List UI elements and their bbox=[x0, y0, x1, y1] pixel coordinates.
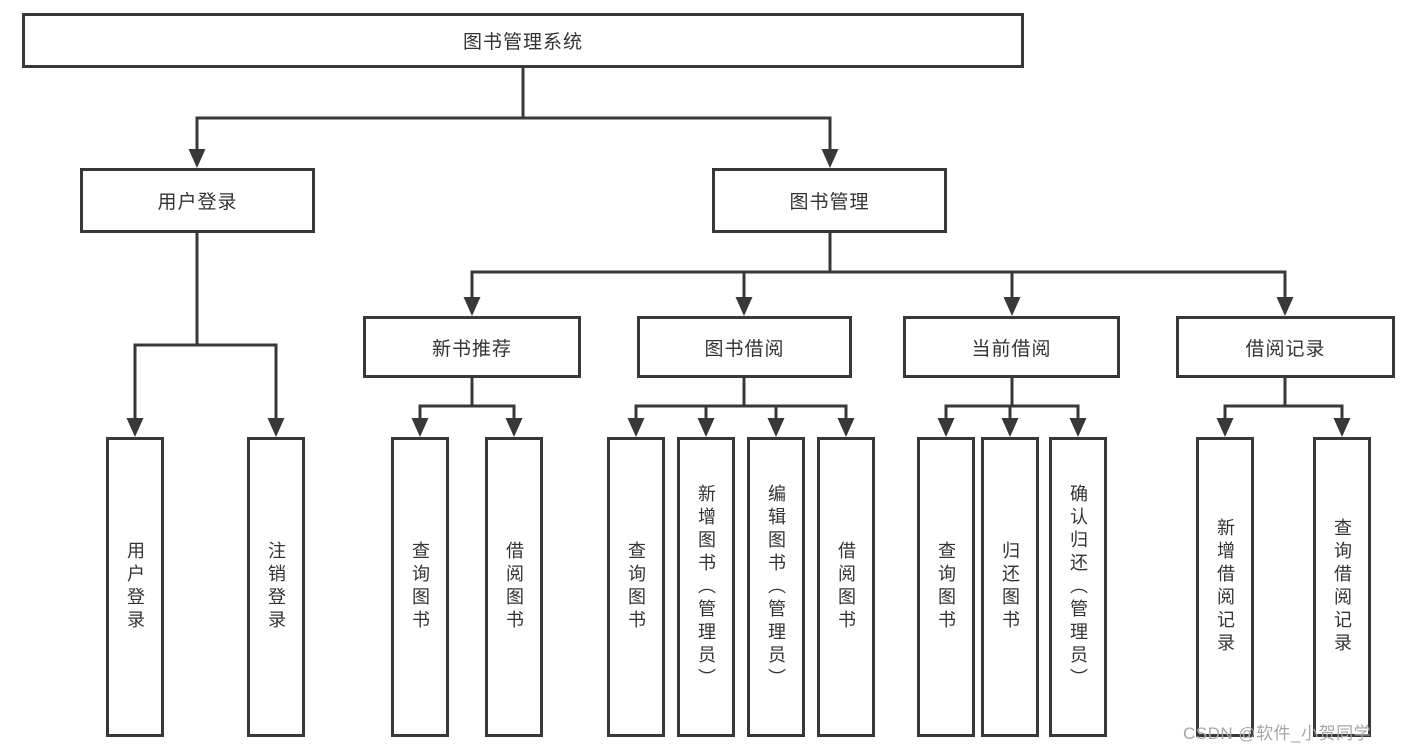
leaf-label: 注销登录 bbox=[266, 541, 286, 633]
leaf-add-borrow-record: 新增借阅记录 bbox=[1196, 437, 1254, 737]
leaf-label: 查询图书 bbox=[936, 541, 956, 633]
csdn-watermark: CSDN @软件_小贺同学 bbox=[1183, 724, 1372, 743]
leaf-label: 新增图书（管理员） bbox=[696, 483, 716, 691]
arrow-down-icon bbox=[1003, 297, 1021, 316]
arrow-down-icon bbox=[126, 418, 144, 437]
leaf-query-books-borrowing: 查询图书 bbox=[607, 437, 665, 737]
arrow-down-icon bbox=[697, 418, 715, 437]
node-user-login: 用户登录 bbox=[80, 168, 315, 233]
arrow-down-icon bbox=[937, 418, 955, 437]
wire-new-book-recommend-to-children bbox=[418, 376, 516, 423]
wire-user-login-to-children bbox=[133, 231, 278, 423]
arrow-down-icon bbox=[1216, 418, 1234, 437]
arrow-down-icon bbox=[463, 297, 481, 316]
leaf-return-books: 归还图书 bbox=[981, 437, 1039, 737]
arrow-down-icon bbox=[1333, 418, 1351, 437]
leaf-user-login: 用户登录 bbox=[106, 437, 164, 737]
leaf-query-books-recommend: 查询图书 bbox=[391, 437, 449, 737]
leaf-query-borrow-record: 查询借阅记录 bbox=[1313, 437, 1371, 737]
wire-root-to-level2 bbox=[195, 66, 832, 153]
leaf-label: 归还图书 bbox=[1000, 541, 1020, 633]
arrow-down-icon bbox=[837, 418, 855, 437]
arrow-down-icon bbox=[188, 149, 206, 168]
arrow-down-icon bbox=[821, 149, 839, 168]
node-book-management: 图书管理 bbox=[712, 168, 947, 233]
arrow-down-icon bbox=[1276, 297, 1294, 316]
leaf-label: 用户登录 bbox=[125, 541, 145, 633]
wire-book-management-to-level3 bbox=[470, 231, 1287, 302]
leaf-add-book-admin: 新增图书（管理员） bbox=[677, 437, 735, 737]
leaf-label: 确认归还（管理员） bbox=[1068, 483, 1088, 691]
leaf-query-books-current: 查询图书 bbox=[917, 437, 975, 737]
leaf-label: 借阅图书 bbox=[504, 541, 524, 633]
arrow-down-icon bbox=[1069, 418, 1087, 437]
leaf-label: 查询借阅记录 bbox=[1332, 518, 1352, 656]
leaf-borrow-books-borrowing: 借阅图书 bbox=[817, 437, 875, 737]
leaf-label: 借阅图书 bbox=[836, 541, 856, 633]
leaf-logout: 注销登录 bbox=[247, 437, 305, 737]
leaf-borrow-books-recommend: 借阅图书 bbox=[485, 437, 543, 737]
arrow-down-icons bbox=[126, 149, 1351, 437]
wire-borrow-records-to-children bbox=[1223, 376, 1344, 423]
leaf-label: 查询图书 bbox=[626, 541, 646, 633]
node-root: 图书管理系统 bbox=[22, 13, 1024, 68]
arrow-down-icon bbox=[267, 418, 285, 437]
node-book-borrowing: 图书借阅 bbox=[637, 316, 852, 378]
arrow-down-icon bbox=[735, 297, 753, 316]
leaf-label: 查询图书 bbox=[410, 541, 430, 633]
arrow-down-icon bbox=[411, 418, 429, 437]
node-current-borrowing: 当前借阅 bbox=[903, 316, 1120, 378]
node-new-book-recommend: 新书推荐 bbox=[363, 316, 581, 378]
node-borrow-records: 借阅记录 bbox=[1176, 316, 1395, 378]
wire-current-borrowing-to-children bbox=[944, 376, 1080, 423]
wire-book-borrowing-to-children bbox=[634, 376, 848, 423]
leaf-edit-book-admin: 编辑图书（管理员） bbox=[747, 437, 805, 737]
leaf-confirm-return-admin: 确认归还（管理员） bbox=[1049, 437, 1107, 737]
arrow-down-icon bbox=[767, 418, 785, 437]
arrow-down-icon bbox=[1001, 418, 1019, 437]
arrow-down-icon bbox=[627, 418, 645, 437]
leaf-label: 新增借阅记录 bbox=[1215, 518, 1235, 656]
leaf-label: 编辑图书（管理员） bbox=[766, 483, 786, 691]
arrow-down-icon bbox=[505, 418, 523, 437]
